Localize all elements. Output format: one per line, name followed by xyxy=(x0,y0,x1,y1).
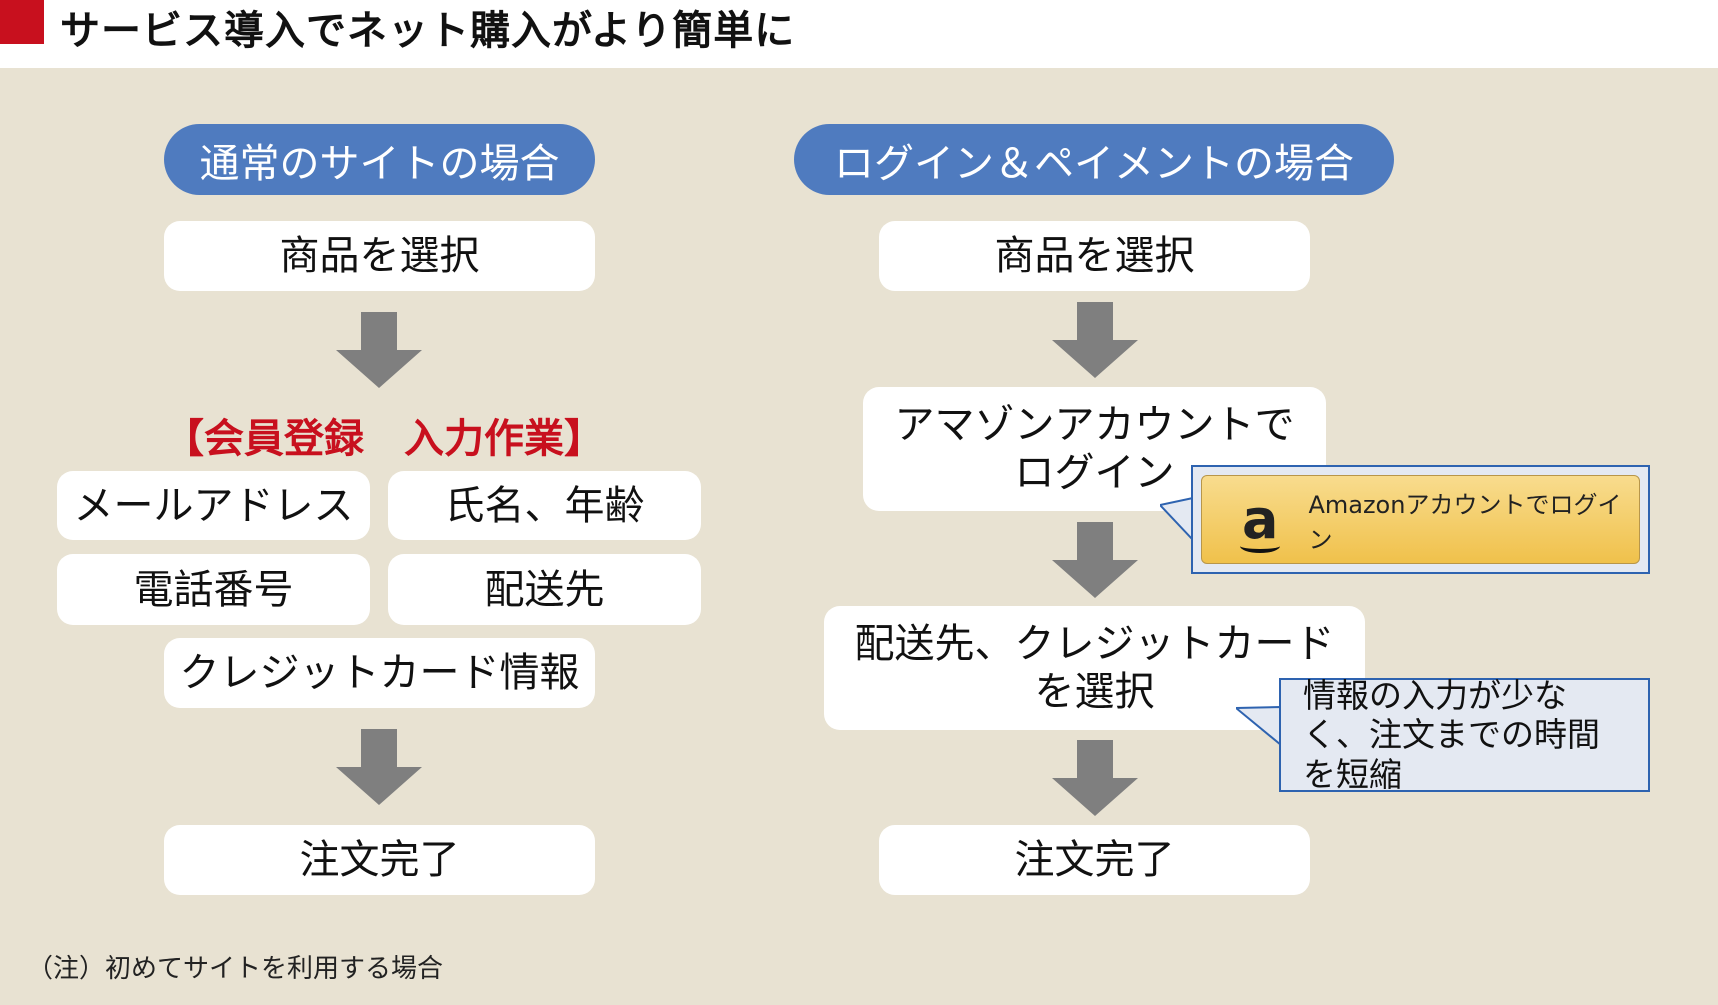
benefit-callout: 情報の入力が少なく、注文までの時間を短縮 xyxy=(1279,676,1650,794)
amazon-logo-icon: a xyxy=(1239,487,1281,553)
amazon-login-callout: a Amazonアカウントでログイン xyxy=(1191,465,1650,574)
right-step-address-card: 配送先、クレジットカードを選択 xyxy=(824,606,1365,730)
down-arrow-icon xyxy=(1052,302,1138,378)
input-work-label: 【会員登録 入力作業】 xyxy=(164,416,604,462)
field-email: メールアドレス xyxy=(57,471,370,540)
right-step-select: 商品を選択 xyxy=(879,221,1310,291)
callout-pointer xyxy=(1236,705,1282,748)
header: サービス導入でネット購入がより簡単に xyxy=(0,0,1718,68)
right-step-login: アマゾンアカウントでログイン xyxy=(863,387,1326,511)
amazon-login-button[interactable]: a Amazonアカウントでログイン xyxy=(1201,475,1640,564)
right-header: ログイン＆ペイメントの場合 xyxy=(794,124,1394,195)
footnote: （注）初めてサイトを利用する場合 xyxy=(27,954,444,984)
field-phone: 電話番号 xyxy=(57,554,370,625)
down-arrow-icon xyxy=(336,729,422,805)
field-name-age: 氏名、年齢 xyxy=(388,471,701,540)
right-step-complete: 注文完了 xyxy=(879,825,1310,895)
amazon-login-label: Amazonアカウントでログイン xyxy=(1308,490,1622,554)
left-header: 通常のサイトの場合 xyxy=(164,124,595,195)
left-step-select: 商品を選択 xyxy=(164,221,595,291)
field-address: 配送先 xyxy=(388,554,701,625)
page-title: サービス導入でネット購入がより簡単に xyxy=(60,8,796,54)
field-credit-card: クレジットカード情報 xyxy=(164,638,595,708)
down-arrow-icon xyxy=(1052,522,1138,598)
down-arrow-icon xyxy=(1052,740,1138,816)
left-step-complete: 注文完了 xyxy=(164,825,595,895)
down-arrow-icon xyxy=(336,312,422,388)
title-marker xyxy=(0,0,44,44)
